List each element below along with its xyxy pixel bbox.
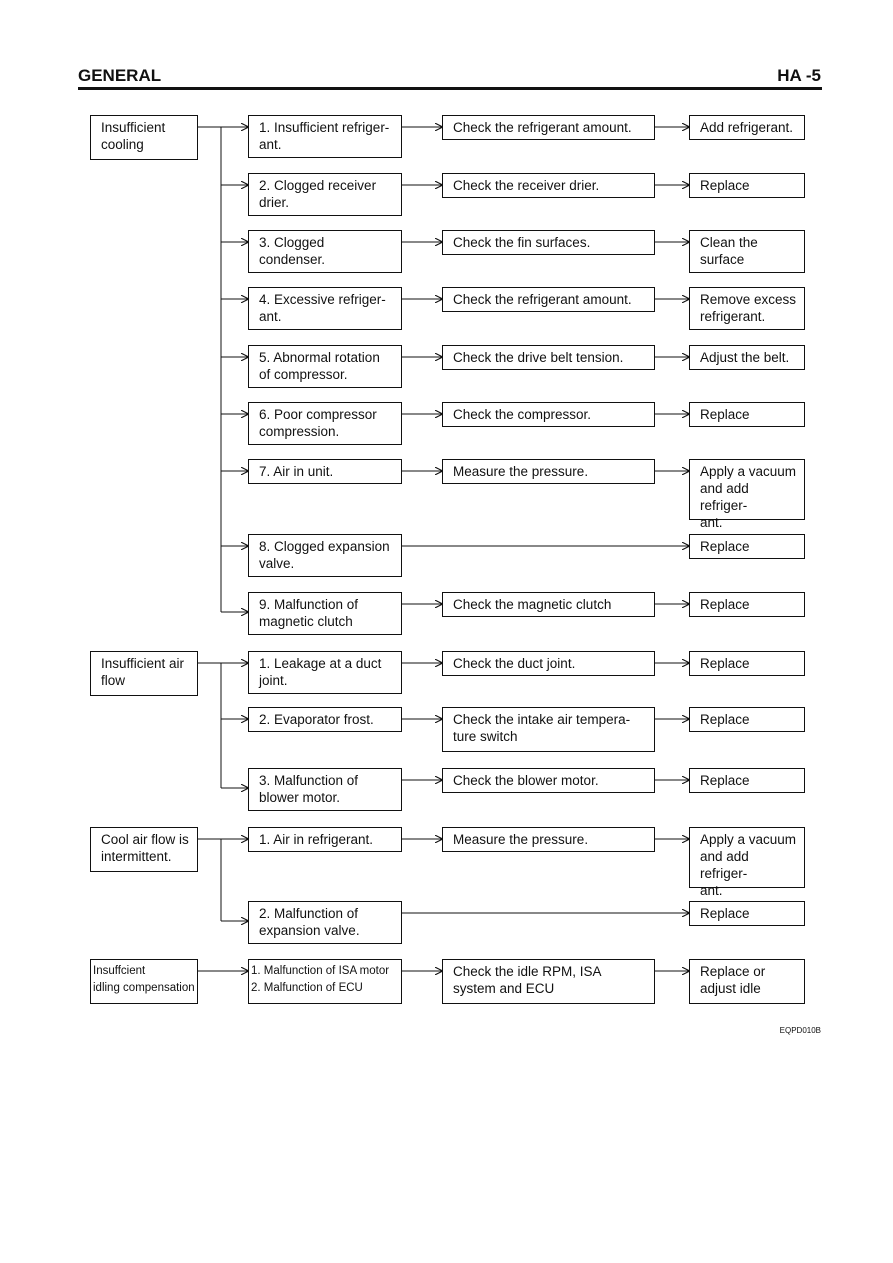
cause-box: 3. Clogged condenser.	[248, 230, 402, 273]
cause-box: 2. Malfunction of expansion valve.	[248, 901, 402, 944]
remedy-box: Clean the surface	[689, 230, 805, 273]
remedy-box: Replace	[689, 768, 805, 793]
page-number: HA -5	[777, 66, 821, 85]
remedy-box: Replace	[689, 592, 805, 617]
remedy-box: Apply a vacuum and add refriger- ant.	[689, 459, 805, 530]
remedy-box: Replace	[689, 402, 805, 427]
remedy-box: Replace	[689, 534, 805, 559]
check-box: Check the refrigerant amount.	[442, 115, 655, 140]
check-box: Check the fin surfaces.	[442, 230, 655, 255]
remedy-box: Replace	[689, 173, 805, 198]
cause-box: 9. Malfunction of magnetic clutch	[248, 592, 402, 635]
check-box: Check the magnetic clutch	[442, 592, 655, 617]
symptom-box: Insufficient cooling	[90, 115, 198, 160]
remedy-box: Replace	[689, 707, 805, 732]
check-box: Measure the pressure.	[442, 459, 655, 484]
check-box: Check the receiver drier.	[442, 173, 655, 198]
cause-box: 1. Malfunction of ISA motor 2. Malfuncti…	[248, 959, 402, 1004]
symptom-box: Insuffcient idling compensation	[90, 959, 198, 1004]
remedy-box: Replace	[689, 901, 805, 926]
section-title: GENERAL	[78, 66, 162, 85]
cause-box: 1. Leakage at a duct joint.	[248, 651, 402, 694]
remedy-box: Replace	[689, 651, 805, 676]
check-box: Check the blower motor.	[442, 768, 655, 793]
check-box: Check the drive belt tension.	[442, 345, 655, 370]
cause-box: 2. Evaporator frost.	[248, 707, 402, 732]
remedy-box: Adjust the belt.	[689, 345, 805, 370]
cause-box: 5. Abnormal rotation of compressor.	[248, 345, 402, 388]
remedy-box: Apply a vacuum and add refriger- ant.	[689, 827, 805, 898]
check-box: Check the compressor.	[442, 402, 655, 427]
remedy-box: Remove excess refrigerant.	[689, 287, 805, 330]
symptom-box: Cool air flow is intermittent.	[90, 827, 198, 872]
remedy-box: Add refrigerant.	[689, 115, 805, 140]
cause-box: 1. Air in refrigerant.	[248, 827, 402, 852]
symptom-box: Insufficient air flow	[90, 651, 198, 696]
figure-code: EQPD010B	[779, 1026, 821, 1035]
check-box: Measure the pressure.	[442, 827, 655, 852]
check-box: Check the duct joint.	[442, 651, 655, 676]
cause-box: 3. Malfunction of blower motor.	[248, 768, 402, 811]
cause-box: 6. Poor compressor compression.	[248, 402, 402, 445]
cause-box: 1. Insufficient refriger- ant.	[248, 115, 402, 158]
cause-box: 7. Air in unit.	[248, 459, 402, 484]
remedy-box: Replace or adjust idle	[689, 959, 805, 1004]
cause-box: 8. Clogged expansion valve.	[248, 534, 402, 577]
check-box: Check the idle RPM, ISA system and ECU	[442, 959, 655, 1004]
cause-box: 2. Clogged receiver drier.	[248, 173, 402, 216]
header-rule	[78, 87, 822, 90]
cause-box: 4. Excessive refriger- ant.	[248, 287, 402, 330]
check-box: Check the refrigerant amount.	[442, 287, 655, 312]
check-box: Check the intake air tempera- ture switc…	[442, 707, 655, 752]
